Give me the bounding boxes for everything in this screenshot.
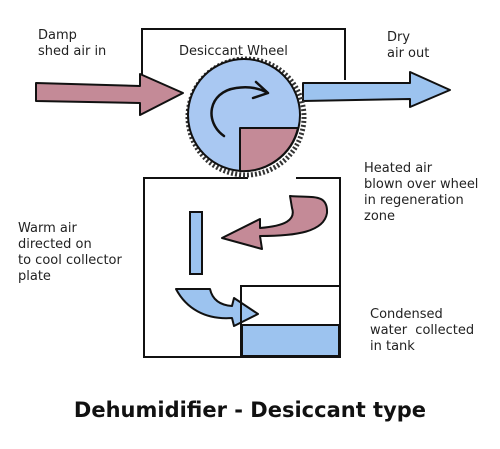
heated-air-label-line-1: Heated air — [364, 161, 433, 176]
dry-air-label-line-2: air out — [387, 46, 430, 61]
diagram-title: Dehumidifier - Desiccant type — [73, 398, 427, 422]
condensed-water-label-line-1: Condensed — [370, 307, 443, 322]
heated-air-label-line-3: in regeneration — [364, 193, 464, 208]
heated-air-label: Heated air blown over wheel in regenerat… — [364, 161, 478, 225]
condensed-water-label: Condensed water collected in tank — [370, 307, 474, 355]
warm-air-label: Warm air directed on to cool collector p… — [18, 221, 122, 285]
collector-plate — [189, 211, 203, 275]
damp-air-label: Damp shed air in — [38, 28, 106, 60]
warm-air-label-line-2: directed on — [18, 237, 92, 252]
regeneration-zone — [239, 127, 299, 173]
heated-air-label-line-4: zone — [364, 209, 396, 224]
rotation-arrowhead — [251, 80, 270, 100]
tank-water — [241, 324, 340, 357]
damp-air-label-line-2: shed air in — [38, 44, 107, 59]
rotation-arrow — [210, 85, 268, 138]
dry-air-label: Dry air out — [387, 30, 429, 62]
heated-air-arrow — [221, 195, 329, 250]
heated-air-label-line-2: blown over wheel — [364, 177, 479, 192]
warm-air-label-line-3: to cool collector — [18, 253, 122, 268]
dry-air-arrow — [302, 71, 451, 108]
dry-air-label-line-1: Dry — [387, 30, 411, 45]
warm-air-label-line-1: Warm air — [18, 221, 77, 236]
cooled-air-arrow — [175, 288, 259, 327]
warm-air-label-line-4: plate — [18, 269, 51, 284]
damp-air-label-line-1: Damp — [38, 28, 77, 43]
condensed-water-label-line-3: in tank — [370, 339, 415, 354]
wheel-housing-outline — [141, 28, 346, 80]
desiccant-wheel-label: Desiccant Wheel — [179, 44, 288, 59]
damp-air-arrow — [35, 73, 184, 116]
condensed-water-label-line-2: water collected — [370, 323, 475, 338]
